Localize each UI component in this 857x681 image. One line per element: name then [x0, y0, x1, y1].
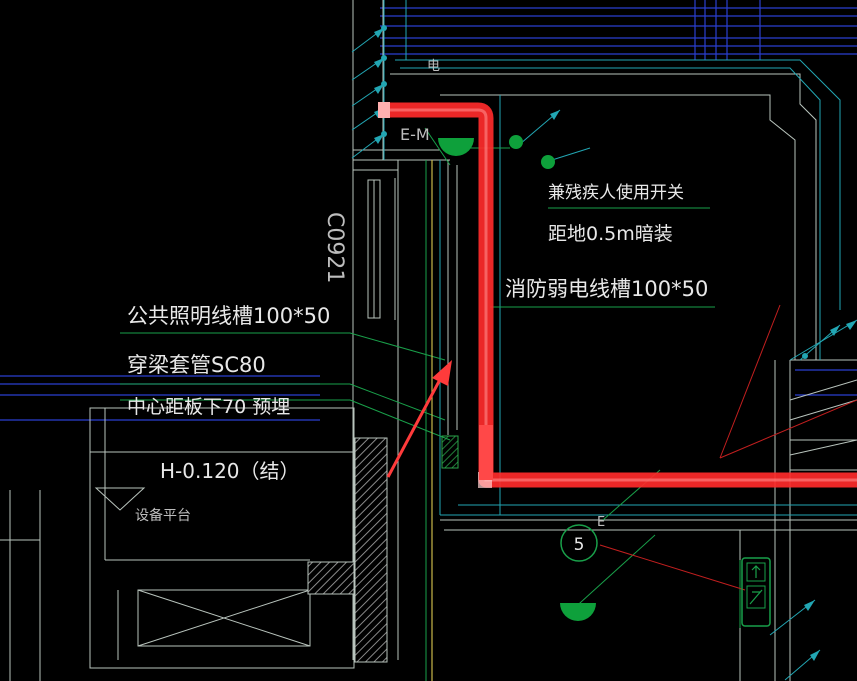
electric-label: 电: [427, 59, 440, 74]
emergency-exit-sign-icon: [741, 557, 771, 627]
hatched-column-small: [441, 435, 459, 469]
axis-letter: E: [597, 515, 605, 530]
switch-icon: [541, 155, 555, 169]
hatched-column-bottom: [307, 561, 355, 595]
axis-bubble: [560, 524, 598, 562]
switch-height-label: 距地0.5m暗装: [548, 223, 673, 245]
accessible-switch-label: 兼残疾人使用开关: [548, 182, 684, 203]
highlighted-cable-tray: [378, 102, 857, 488]
axis-number: 5: [574, 535, 585, 555]
red-thin-lines: [599, 304, 857, 591]
equipment-tag: E-M: [400, 125, 430, 144]
ceiling-light-icon: [438, 138, 474, 156]
equipment-platform-label: 设备平台: [135, 507, 191, 524]
leader-arrow-icon: [386, 360, 452, 478]
fire-weak-tray-label: 消防弱电线槽100*50: [505, 277, 708, 301]
cyan-conduit-lines: [351, 0, 857, 681]
public-lighting-tray-label: 公共照明线槽100*50: [127, 304, 330, 328]
elevation-marker-icon: [94, 487, 146, 511]
green-leader-lines: [120, 127, 741, 628]
center-distance-label: 中心距板下70 预埋: [127, 396, 290, 418]
switch-icon: [509, 135, 523, 149]
tray-end-cap: [378, 102, 390, 118]
tray-junction: [479, 425, 493, 480]
column-tag: C0921: [322, 212, 347, 283]
elevation-label: H-0.120（结）: [160, 459, 300, 483]
beam-sleeve-label: 穿梁套管SC80: [127, 353, 266, 377]
ceiling-light-icon: [560, 603, 596, 621]
hatched-column-left: [354, 437, 388, 663]
cyan-leader-arrowheads: [374, 25, 857, 661]
